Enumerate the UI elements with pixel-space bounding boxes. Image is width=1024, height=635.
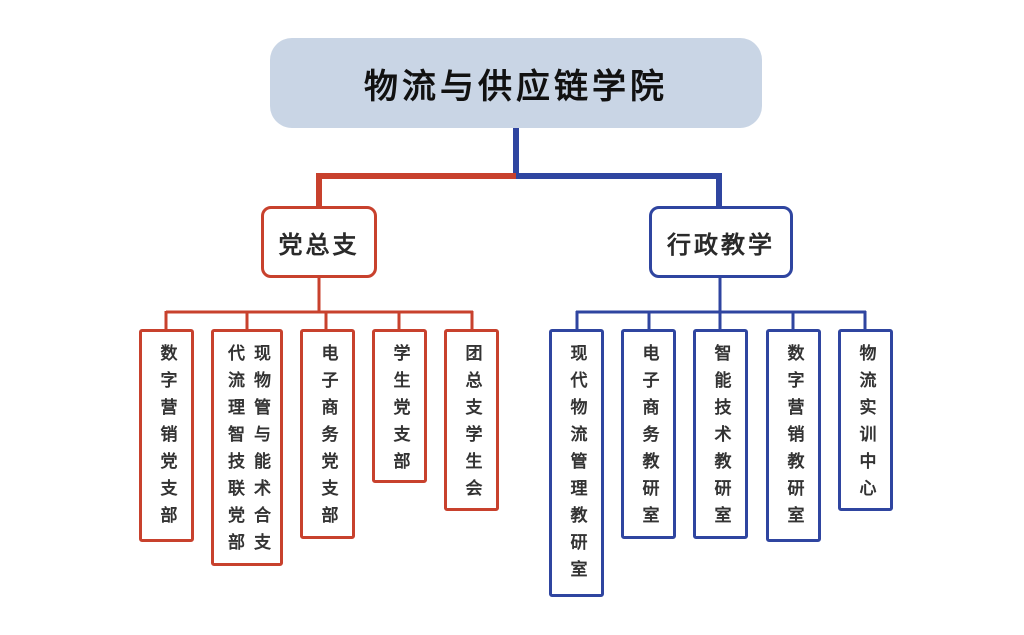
leaf-label: 团总支学生会 (461, 344, 482, 506)
leaf-label: 物流实训中心 (855, 344, 876, 506)
root-node: 物流与供应链学院 (270, 38, 762, 128)
branch-node-administration: 行政教学 (649, 206, 793, 278)
leaf-label-col-1: 代流理智技联党部 (224, 344, 244, 560)
leaf-node: 物流实训中心 (838, 329, 893, 511)
leaf-node: 数字营销教研室 (766, 329, 821, 542)
leaf-label: 电子商务党支部 (317, 344, 338, 533)
leaf-node: 电子商务党支部 (300, 329, 355, 539)
leaf-label: 智能技术教研室 (710, 344, 731, 533)
leaf-node: 代流理智技联党部 现物管与能术合支 (211, 329, 283, 566)
branch-node-party: 党总支 (261, 206, 377, 278)
leaf-label: 现代物流管理教研室 (566, 344, 587, 587)
branch-label: 行政教学 (667, 229, 775, 259)
leaf-node: 数字营销党支部 (139, 329, 194, 542)
branch-label: 党总支 (278, 229, 360, 259)
leaf-node: 现代物流管理教研室 (549, 329, 604, 597)
leaf-label: 数字营销党支部 (156, 344, 177, 533)
leaf-node: 智能技术教研室 (693, 329, 748, 539)
leaf-label: 数字营销教研室 (783, 344, 804, 533)
root-label: 物流与供应链学院 (364, 66, 668, 107)
leaf-node: 学生党支部 (372, 329, 427, 483)
leaf-label: 电子商务教研室 (638, 344, 659, 533)
leaf-label-col-2: 现物管与能术合支 (250, 344, 270, 560)
leaf-node: 团总支学生会 (444, 329, 499, 511)
leaf-label: 学生党支部 (389, 344, 410, 479)
leaf-node: 电子商务教研室 (621, 329, 676, 539)
